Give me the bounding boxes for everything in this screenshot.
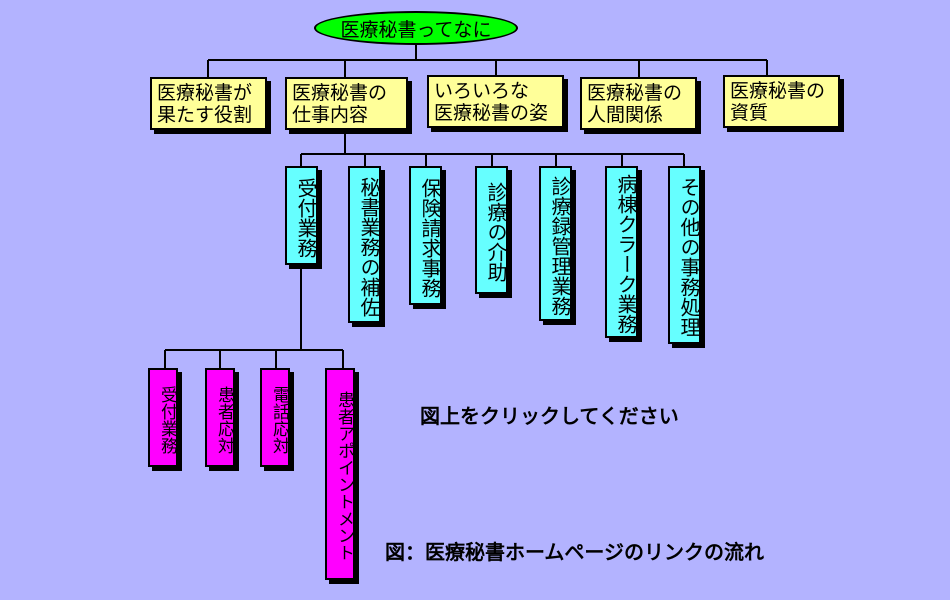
reception-desk-label: 受付業務 (157, 385, 177, 454)
category-role-label: 医療秘書が 果たす役割 (157, 82, 253, 126)
duty-insurance-claims-label: 保険請求事務 (418, 177, 442, 298)
root-label: 医療秘書ってなに (340, 18, 492, 41)
category-relationships[interactable]: 医療秘書の 人間関係 (580, 77, 697, 130)
duty-insurance-claims[interactable]: 保険請求事務 (409, 166, 442, 305)
category-relationships-label: 医療秘書の 人間関係 (587, 82, 683, 126)
reception-patient-appointment[interactable]: 患者アポイントメント (325, 368, 355, 580)
duty-ward-clerk[interactable]: 病棟クラーク業務 (605, 166, 638, 338)
reception-patient-handling-label: 患者応対 (214, 385, 234, 454)
category-qualities[interactable]: 医療秘書の 資質 (723, 75, 840, 128)
duty-medical-records[interactable]: 診療録管理業務 (539, 166, 572, 321)
reception-patient-handling[interactable]: 患者応対 (205, 368, 235, 467)
duty-reception[interactable]: 受付業務 (285, 166, 318, 265)
reception-patient-appointment-label: 患者アポイントメント (334, 391, 354, 561)
category-role[interactable]: 医療秘書が 果たす役割 (150, 77, 267, 130)
duty-medical-records-label: 診療録管理業務 (548, 175, 572, 316)
category-various-figures-label: いろいろな 医療秘書の姿 (434, 80, 549, 124)
duty-other-clerical[interactable]: その他の事務処理 (668, 166, 701, 344)
duty-reception-label: 受付業務 (294, 177, 318, 258)
figure-caption: 図：医療秘書ホームページのリンクの流れ (385, 540, 764, 564)
category-qualities-label: 医療秘書の 資質 (730, 80, 826, 124)
root-node-ellipse[interactable]: 医療秘書ってなに (314, 11, 518, 45)
duty-other-clerical-label: その他の事務処理 (677, 177, 701, 337)
instruction-text: 図上をクリックしてください (420, 404, 679, 428)
duty-treatment-assist-label: 診療の介助 (484, 182, 508, 282)
duty-secretary-assist-label: 秘書業務の補佐 (357, 176, 381, 317)
reception-phone-handling-label: 電話応対 (269, 385, 289, 454)
duty-treatment-assist[interactable]: 診療の介助 (475, 166, 508, 294)
duty-secretary-assist[interactable]: 秘書業務の補佐 (348, 166, 381, 323)
category-job-content[interactable]: 医療秘書の 仕事内容 (285, 77, 408, 130)
reception-phone-handling[interactable]: 電話応対 (260, 368, 290, 467)
duty-ward-clerk-label: 病棟クラーク業務 (614, 174, 638, 334)
reception-desk[interactable]: 受付業務 (148, 368, 178, 467)
category-job-content-label: 医療秘書の 仕事内容 (292, 82, 388, 126)
category-various-figures[interactable]: いろいろな 医療秘書の姿 (427, 75, 564, 128)
